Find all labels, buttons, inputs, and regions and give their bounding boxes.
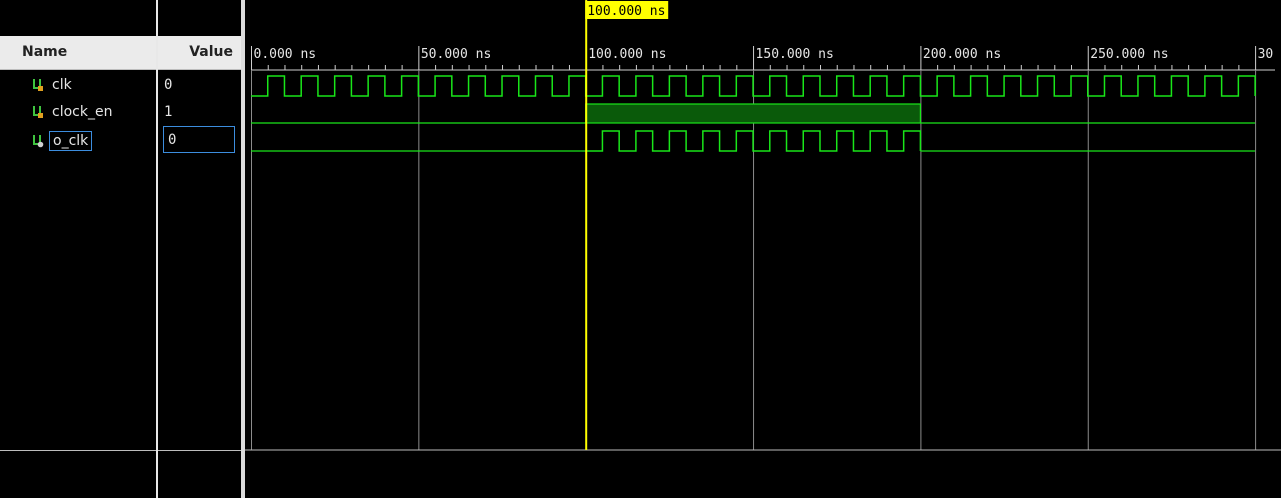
value-column-header[interactable]: Value — [158, 36, 241, 70]
waveform-clk[interactable] — [251, 75, 1256, 97]
timeline-tick-label: 100.000 ns — [588, 47, 666, 62]
signal-icon — [33, 79, 43, 91]
signal-row-o-clk[interactable]: o_clk — [32, 128, 93, 153]
cursor-label[interactable]: 100.000 ns — [587, 4, 665, 19]
signal-name-clk: clk — [52, 77, 72, 93]
signal-row-clock-en[interactable]: clock_en — [32, 102, 115, 122]
signal-values-panel: Value — [158, 0, 241, 498]
waveform-clock-en-high[interactable] — [585, 103, 922, 124]
waveform-viewer[interactable]: 0.000 ns 50.000 ns 100.000 ns 150.000 ns 200… — [245, 0, 1281, 498]
waveform-canvas[interactable]: 0.000 ns 50.000 ns 100.000 ns 150.000 ns 200… — [245, 0, 1281, 498]
signal-value-o-clk: 0 — [163, 126, 235, 153]
values-waves-splitter[interactable] — [241, 0, 245, 498]
name-column-header[interactable]: Name — [0, 36, 156, 70]
timeline-tick-label: 250.000 ns — [1090, 47, 1168, 62]
names-bottom-divider — [0, 450, 156, 451]
cursor-label-bg — [585, 1, 669, 19]
signal-name-o-clk: o_clk — [49, 130, 93, 151]
timeline-tick-label: 0.000 ns — [254, 47, 317, 62]
values-bottom-divider — [158, 450, 241, 451]
signal-names-panel: Name — [0, 0, 156, 498]
timeline-tick-label: 200.000 ns — [923, 47, 1001, 62]
signal-value-clock-en: 1 — [164, 104, 173, 120]
signal-value-clk: 0 — [164, 77, 173, 93]
signal-name-clock-en: clock_en — [52, 104, 113, 120]
timeline-tick-label: 30 — [1258, 47, 1274, 62]
signal-icon — [33, 106, 43, 118]
timeline-tick-label: 150.000 ns — [756, 47, 834, 62]
signal-output-icon — [33, 134, 44, 147]
name-header-label: Name — [22, 44, 68, 60]
value-header-label: Value — [189, 44, 233, 60]
signal-row-clk[interactable]: clk — [32, 75, 75, 95]
timeline-tick-label: 50.000 ns — [421, 47, 491, 62]
names-values-splitter[interactable] — [156, 0, 158, 498]
waveform-o-clk[interactable] — [585, 130, 922, 152]
